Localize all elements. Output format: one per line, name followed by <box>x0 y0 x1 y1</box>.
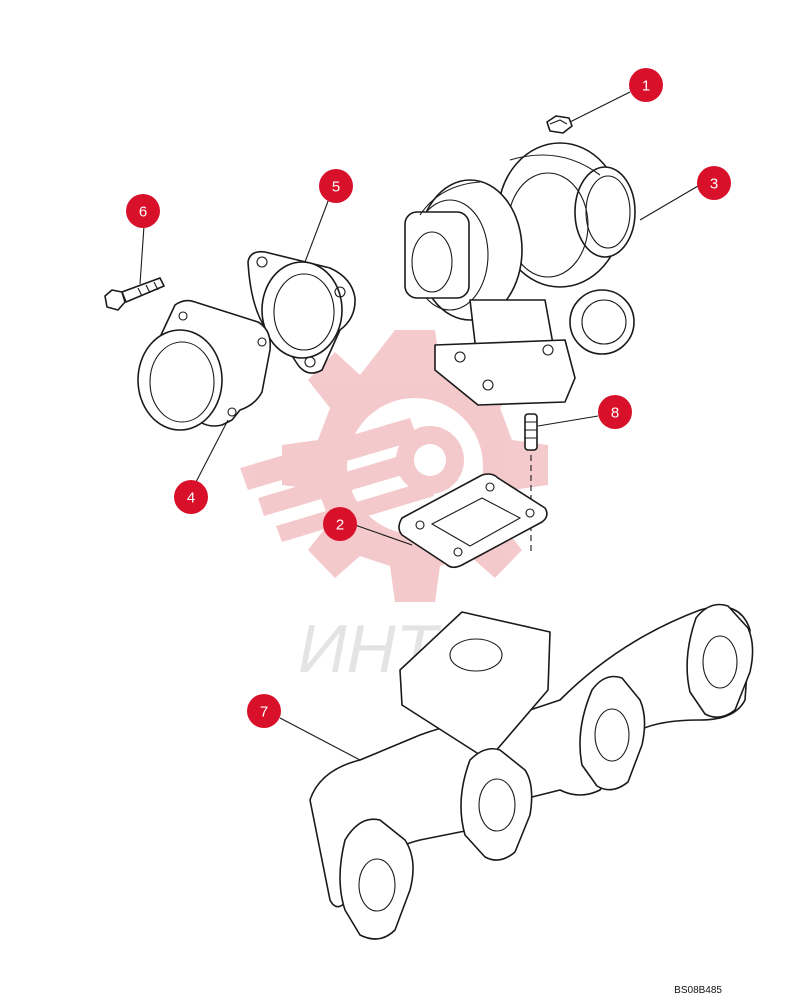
callout-6-label: 6 <box>139 204 147 221</box>
nut-part <box>546 115 573 134</box>
gasket-part <box>398 473 548 569</box>
turbocharger-part <box>404 142 636 406</box>
adapter-elbow-part <box>137 299 272 431</box>
callout-6: 6 <box>126 194 160 228</box>
leader-lines <box>139 91 699 761</box>
callout-8-label: 8 <box>611 405 619 422</box>
callout-7: 7 <box>247 694 281 728</box>
callout-5-label: 5 <box>332 179 340 196</box>
callout-5: 5 <box>319 169 353 203</box>
bolt-part <box>104 277 165 311</box>
reference-code: BS08B485 <box>674 985 722 996</box>
callout-7-label: 7 <box>260 704 268 721</box>
exhaust-manifold-part <box>309 603 754 940</box>
callout-4: 4 <box>174 480 208 514</box>
callout-3-label: 3 <box>710 176 718 193</box>
callout-2: 2 <box>323 507 357 541</box>
callout-8: 8 <box>598 395 632 429</box>
callout-1: 1 <box>629 68 663 102</box>
callout-4-label: 4 <box>187 490 195 507</box>
callout-3: 3 <box>697 166 731 200</box>
callout-1-label: 1 <box>642 78 650 95</box>
callout-2-label: 2 <box>336 517 344 534</box>
flange-gasket-part <box>247 250 356 374</box>
